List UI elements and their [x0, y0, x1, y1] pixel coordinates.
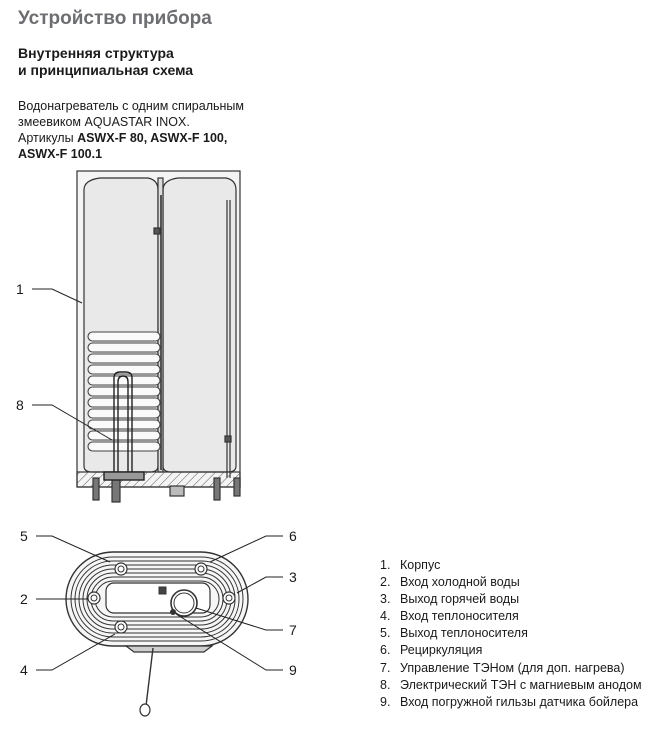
sensor-plug: [139, 703, 151, 717]
articles-models-1: ASWX-F 80, ASWX-F 100,: [77, 131, 228, 145]
articles-label: Артикулы: [18, 131, 78, 145]
callout-8: 8: [16, 397, 24, 413]
port-hot-out: [222, 591, 236, 605]
side-section-view: [76, 170, 241, 503]
callout-7: 7: [289, 622, 297, 638]
description-line-1: Водонагреватель с одним спиральным: [18, 99, 244, 113]
callout-4: 4: [20, 662, 28, 678]
articles-models-2: ASWX-F 100.1: [18, 147, 103, 161]
section-subtitle: Внутренняя структура и принципиальная сх…: [18, 45, 193, 79]
callout-6: 6: [289, 528, 297, 544]
port-cold-in: [87, 591, 101, 605]
callout-9: 9: [289, 662, 297, 678]
legend-item: 4.Вход теплоносителя: [380, 609, 519, 624]
parts-legend: 1.Корпус 2.Вход холодной воды 3.Выход го…: [380, 557, 642, 711]
port-heat-in: [114, 620, 128, 634]
description-line-3: Артикулы ASWX-F 80, ASWX-F 100,: [18, 130, 244, 146]
product-description: Водонагреватель с одним спиральным змеев…: [18, 98, 244, 162]
top-view: [65, 551, 249, 717]
heating-element: [103, 371, 145, 481]
callout-3: 3: [289, 569, 297, 585]
legend-item: 2.Вход холодной воды: [380, 575, 520, 590]
legend-item: 7.Управление ТЭНом (для доп. нагрева): [380, 660, 625, 675]
callout-2: 2: [20, 591, 28, 607]
subtitle-line-2: и принципиальная схема: [18, 62, 194, 78]
description-line-4: ASWX-F 100.1: [18, 146, 244, 162]
legend-item: 6.Рециркуляция: [380, 643, 483, 658]
legend-item: 5.Выход теплоносителя: [380, 626, 528, 641]
callout-leader-lines: [32, 288, 113, 441]
top-view-leader-lines: [36, 535, 283, 671]
legend-item: 1.Корпус: [380, 558, 441, 572]
legend-item: 9.Вход погружной гильзы датчика бойлера: [380, 694, 639, 709]
sensor-cable: [145, 647, 154, 707]
legend-item: 8.Электрический ТЭН с магниевым анодом: [380, 677, 642, 692]
port-recirculation: [194, 562, 208, 576]
heater-control-flange: [170, 589, 198, 617]
description-line-2: змеевиком AQUASTAR INOX.: [18, 115, 190, 129]
mount-bracket: [124, 645, 214, 653]
callout-1: 1: [16, 281, 24, 297]
subtitle-line-1: Внутренняя структура: [18, 45, 174, 61]
legend-item: 3.Выход горячей воды: [380, 592, 520, 607]
port-heat-out: [114, 562, 128, 576]
spiral-coil: [87, 331, 161, 452]
callout-5: 5: [20, 528, 28, 544]
page-title: Устройство прибора: [18, 8, 212, 29]
right-tank: [162, 177, 237, 473]
